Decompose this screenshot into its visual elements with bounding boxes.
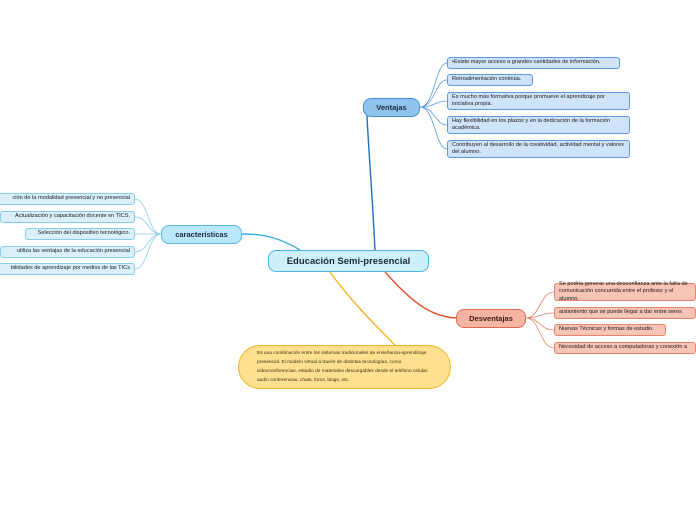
subtopic-caracteristicas-2[interactable]: Actualización y capacitación docente en … <box>0 211 135 223</box>
subtopic-ventajas-1[interactable]: •Existe mayor acceso a grandes cantidade… <box>447 57 620 69</box>
branch-caracteristicas <box>241 233 301 251</box>
subtopic-caracteristicas-1[interactable]: ción de la modalidad presencial y no pre… <box>0 193 135 205</box>
root-topic[interactable]: Educación Semi-presencial <box>268 250 429 272</box>
branch-nota <box>329 271 396 346</box>
subtopic-desventajas-3[interactable]: Nuevas Técnicas y formas de estudio. <box>554 324 666 336</box>
subtopic-ventajas-2[interactable]: Retroalimentación continúa. <box>447 74 533 86</box>
subtopic-ventajas-3[interactable]: Es mucho más formativa porque promueve e… <box>447 92 630 110</box>
topic-caracteristicas[interactable]: características <box>161 225 242 244</box>
subtopic-desventajas-1[interactable]: Se podría generar una desconfianza ante … <box>554 281 696 302</box>
branch-desventajas <box>384 271 457 319</box>
subtopic-caracteristicas-4[interactable]: utiliza las ventajas de la educación pre… <box>0 246 135 258</box>
subtopic-desventajas-2[interactable]: aislamiento que se puede llegar a dar en… <box>554 307 696 319</box>
subtopic-ventajas-4[interactable]: Hay flexibilidad en los plazos y en la d… <box>447 116 630 134</box>
topic-ventajas[interactable]: Ventajas <box>363 98 420 117</box>
topic-desventajas[interactable]: Desventajas <box>456 309 526 328</box>
floating-note[interactable]: Es una combinación entre los sistemas tr… <box>238 345 451 389</box>
subtopic-desventajas-4[interactable]: Necesidad de acceso a computadoras y con… <box>554 342 696 354</box>
branch-ventajas <box>366 115 376 251</box>
subtopic-caracteristicas-5[interactable]: bilidades de aprendizaje por medios de l… <box>0 263 135 275</box>
subtopic-ventajas-5[interactable]: Contribuyen al desarrollo de la creativi… <box>447 140 630 158</box>
subtopic-caracteristicas-3[interactable]: Selección del dispositivo tecnológico. <box>25 228 135 240</box>
